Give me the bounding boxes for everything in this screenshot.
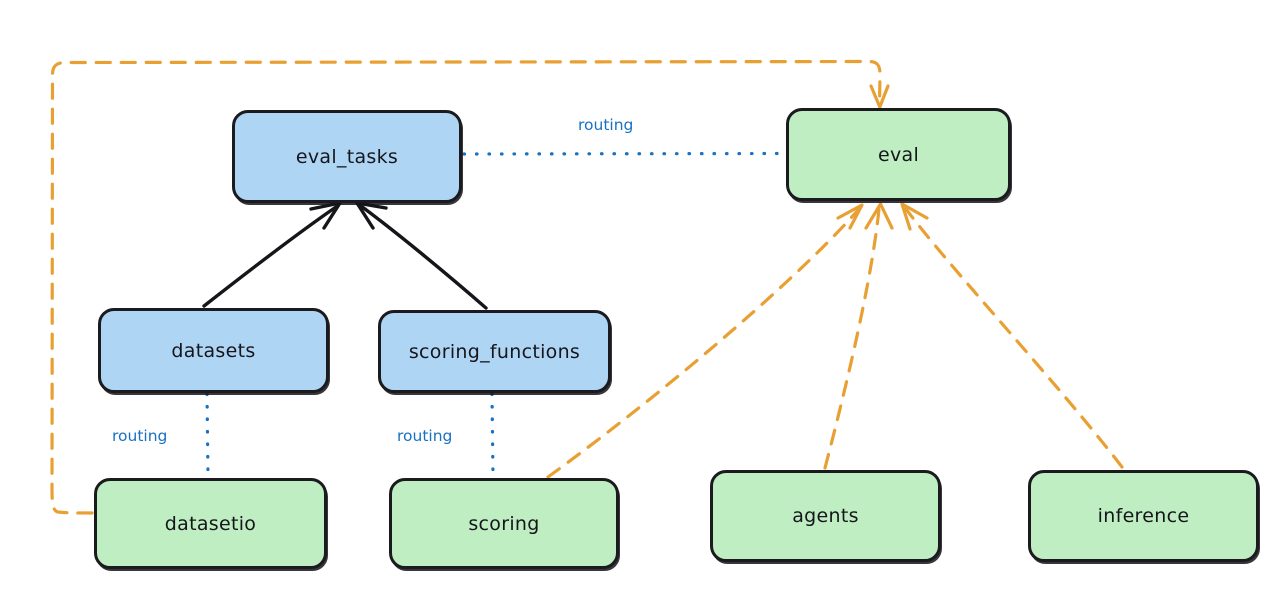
node-scoring[interactable]: scoring — [389, 478, 619, 569]
edge-inference-to-eval — [900, 202, 1124, 469]
node-label-datasets: datasets — [171, 339, 256, 362]
edge-label-routing-scoring-functions: routing — [397, 427, 453, 445]
node-inference[interactable]: inference — [1028, 470, 1259, 562]
edge-datasets-to-datasetio — [205, 392, 210, 478]
node-label-agents: agents — [792, 505, 859, 527]
node-label-scoring: scoring — [468, 512, 540, 535]
node-eval-tasks[interactable]: eval_tasks — [232, 110, 462, 203]
edge-eval_tasks-to-eval — [462, 151, 786, 156]
edge-datasetio-to-eval — [50, 59, 890, 515]
edge-scoring_functions-to-scoring — [490, 392, 495, 478]
node-datasets[interactable]: datasets — [98, 308, 329, 393]
edge-datasets-to-eval_tasks — [202, 201, 342, 308]
node-label-inference: inference — [1097, 505, 1190, 527]
node-label-datasetio: datasetio — [164, 512, 257, 535]
edge-scoring-to-eval — [546, 203, 864, 479]
edge-agents-to-eval — [823, 202, 894, 470]
edge-label-routing-datasets: routing — [112, 427, 168, 445]
node-label-scoring-functions: scoring_functions — [408, 340, 581, 363]
node-eval[interactable]: eval — [786, 108, 1011, 201]
node-scoring-functions[interactable]: scoring_functions — [378, 310, 611, 393]
node-label-eval-tasks: eval_tasks — [295, 145, 399, 168]
node-label-eval: eval — [877, 143, 920, 166]
node-agents[interactable]: agents — [710, 470, 941, 562]
node-datasetio[interactable]: datasetio — [94, 478, 327, 569]
edge-scoring_functions-to-eval_tasks — [355, 201, 488, 310]
edge-label-routing-eval-tasks: routing — [578, 116, 634, 134]
